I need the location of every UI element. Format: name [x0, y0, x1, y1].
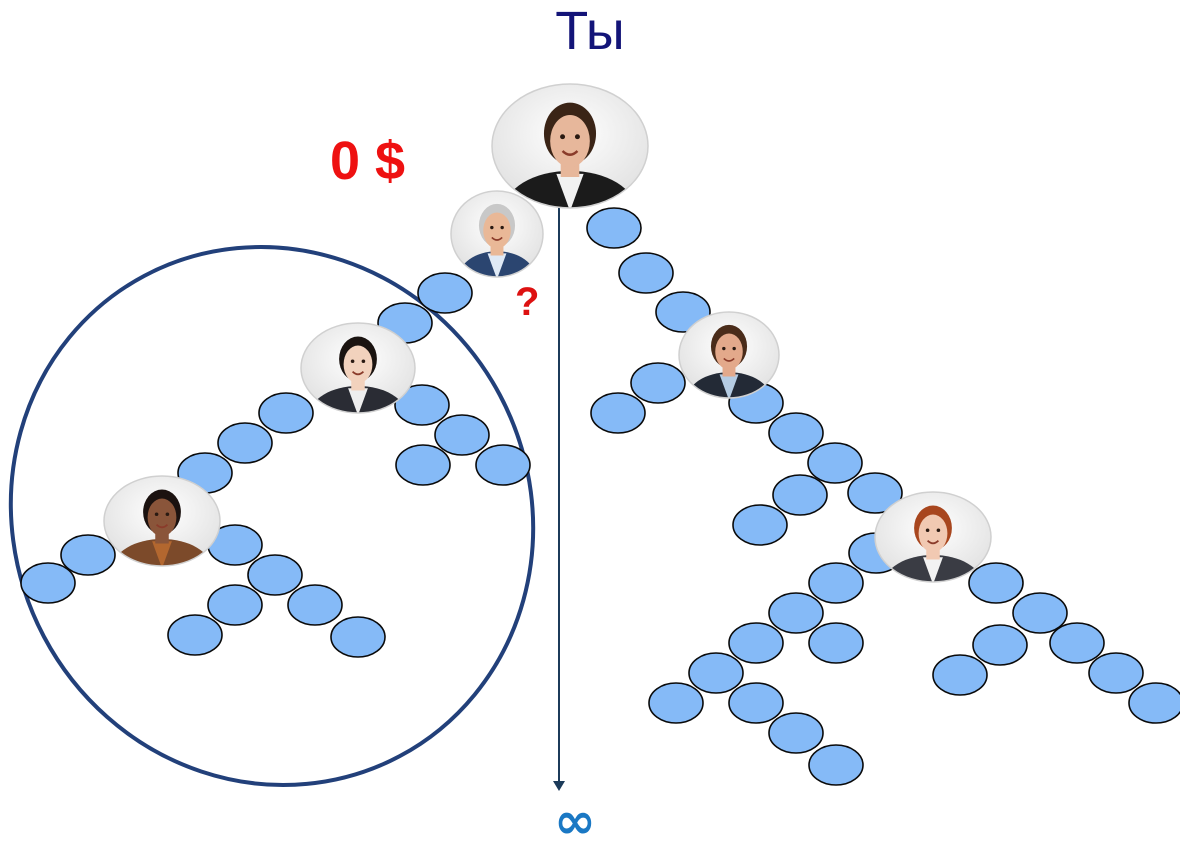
avatar-woman-dark-hair	[300, 322, 416, 414]
network-node	[630, 362, 686, 404]
network-node	[60, 534, 116, 576]
network-node	[217, 422, 273, 464]
network-node	[972, 624, 1028, 666]
network-node	[258, 392, 314, 434]
network-node	[968, 562, 1024, 604]
zero-money-label: 0 $	[330, 131, 406, 191]
network-node	[394, 384, 450, 426]
network-node	[768, 592, 824, 634]
network-node	[768, 412, 824, 454]
network-node	[247, 554, 303, 596]
network-node	[395, 444, 451, 486]
network-node	[772, 474, 828, 516]
network-node	[417, 272, 473, 314]
avatar-layer	[103, 83, 992, 583]
network-node	[20, 562, 76, 604]
avatar-woman-curly	[103, 475, 221, 567]
network-node	[330, 616, 386, 658]
network-node	[808, 622, 864, 664]
network-node	[847, 472, 903, 514]
avatar-older-man-pointing	[450, 190, 544, 278]
network-node	[434, 414, 490, 456]
network-node	[807, 442, 863, 484]
network-node	[207, 584, 263, 626]
network-node	[167, 614, 223, 656]
network-node	[728, 682, 784, 724]
network-node	[732, 504, 788, 546]
network-node	[586, 207, 642, 249]
network-node	[808, 562, 864, 604]
network-node	[590, 392, 646, 434]
network-node	[688, 652, 744, 694]
avatar-man-smiling	[678, 311, 780, 399]
avatar-man-top	[491, 83, 649, 209]
network-node	[1049, 622, 1105, 664]
network-node	[618, 252, 674, 294]
network-node	[475, 444, 531, 486]
network-node	[768, 712, 824, 754]
question-mark: ?	[515, 280, 540, 324]
infinity-symbol: ∞	[554, 792, 596, 850]
network-node	[808, 744, 864, 786]
node-layer	[20, 207, 1180, 786]
network-node	[728, 622, 784, 664]
group-ellipse	[8, 245, 536, 787]
network-node	[648, 682, 704, 724]
avatar-woman-redhead	[874, 491, 992, 583]
network-node	[1012, 592, 1068, 634]
you-label: Ты	[555, 1, 625, 61]
network-node	[1128, 682, 1180, 724]
network-node	[1088, 652, 1144, 694]
network-node	[287, 584, 343, 626]
network-node	[932, 654, 988, 696]
